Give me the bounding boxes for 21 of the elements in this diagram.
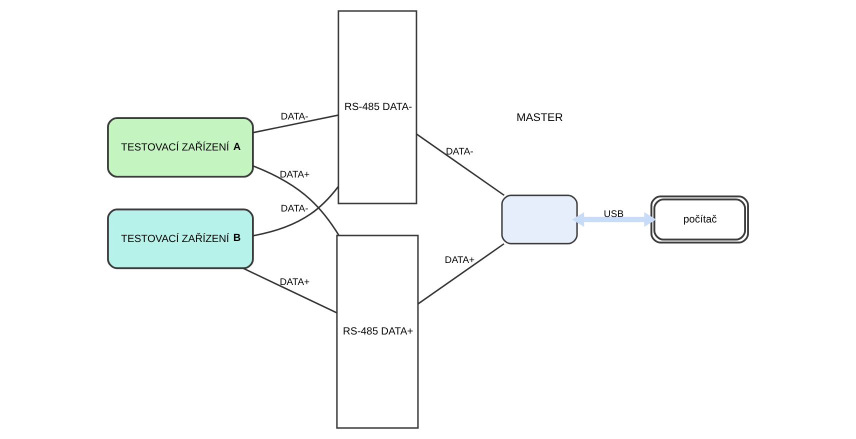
connector <box>242 268 338 314</box>
node-box: TESTOVACÍ ZAŘÍZENÍ A <box>107 117 254 178</box>
edge-label: DATA+ <box>444 254 475 266</box>
connector <box>252 165 340 236</box>
node-box <box>501 194 578 244</box>
node-box: RS-485 DATA+ <box>336 234 419 429</box>
node-box: RS-485 DATA- <box>338 10 418 204</box>
connector <box>253 186 339 236</box>
edge-label: DATA- <box>446 146 474 158</box>
node-box: TESTOVACÍ ZAŘÍZENÍ B <box>107 208 254 270</box>
edge-label: DATA+ <box>280 277 310 288</box>
node-box: počítač <box>650 196 749 244</box>
edge-label: DATA- <box>280 111 308 122</box>
connector <box>253 114 338 134</box>
arrow <box>572 212 656 227</box>
edge-label: USB <box>604 208 624 220</box>
label: MASTER <box>516 112 563 124</box>
edge-label: DATA- <box>280 204 308 215</box>
edge-label: DATA+ <box>280 169 310 180</box>
connector <box>418 243 504 304</box>
connector <box>416 134 505 196</box>
